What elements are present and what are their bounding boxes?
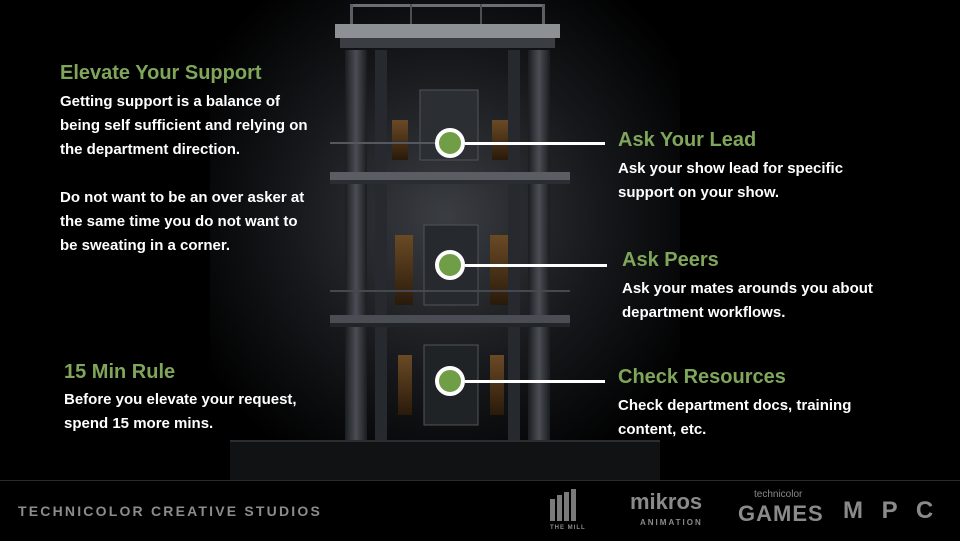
elevate-support-title: Elevate Your Support (60, 62, 262, 84)
the-mill-label: THE MILL (550, 525, 586, 531)
mpc-logo: M P C (843, 497, 940, 524)
step-connector-line (465, 264, 607, 267)
step-title: Ask Peers (622, 249, 719, 271)
step-connector-line (465, 142, 605, 145)
min-rule-text: Before you elevate your request, spend 1… (64, 391, 297, 432)
elevate-support-text: Getting support is a balance of being se… (60, 90, 310, 258)
games-logo-top: technicolor (754, 489, 803, 500)
step-title: Ask Your Lead (618, 129, 757, 151)
elevate-support-paragraph-1: Getting support is a balance of being se… (60, 93, 308, 158)
step-text: Ask your show lead for specific support … (618, 160, 844, 201)
green-circle-icon (435, 250, 465, 280)
slide: Elevate Your Support Getting support is … (60, 0, 873, 480)
step-title: Check Resources (618, 366, 786, 388)
step-text: Ask your mates arounds you about departm… (622, 280, 873, 321)
step-connector-line (465, 380, 605, 383)
green-circle-icon (435, 128, 465, 158)
mikros-logo-text: mikros (630, 489, 703, 514)
elevator-illustration (210, 0, 680, 480)
brand-wordmark: TECHNICOLOR CREATIVE STUDIOS (18, 503, 323, 519)
games-logo-text: GAMES (738, 501, 824, 526)
footer-bar: TECHNICOLOR CREATIVE STUDIOS THE MILL mi… (0, 480, 960, 541)
min-rule-title: 15 Min Rule (64, 361, 176, 383)
elevate-support-paragraph-2: Do not want to be an over asker at the s… (60, 189, 305, 254)
green-circle-icon (435, 366, 465, 396)
bars-logo-icon (550, 489, 576, 521)
step-text: Check department docs, training content,… (618, 397, 852, 438)
the-mill-logo: THE MILL (548, 489, 585, 535)
mikros-animation-text: ANIMATION (640, 518, 703, 527)
